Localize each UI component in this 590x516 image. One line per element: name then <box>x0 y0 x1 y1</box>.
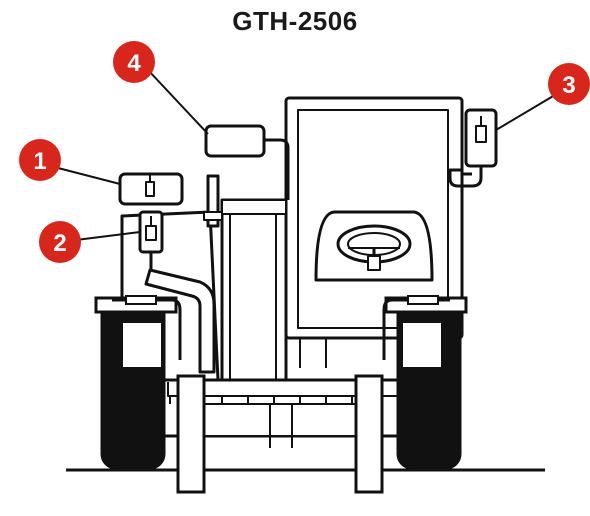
leader-4 <box>148 70 208 134</box>
fork-tine-right <box>356 376 382 492</box>
callout-badge-2: 2 <box>39 221 81 263</box>
svg-text:2: 2 <box>53 230 66 257</box>
callout-badge-1: 1 <box>19 139 61 181</box>
callout-badge-4: 4 <box>113 41 155 83</box>
svg-text:4: 4 <box>127 50 141 77</box>
mirror-4-glass <box>206 126 264 156</box>
leader-1 <box>58 168 120 184</box>
svg-text:3: 3 <box>562 72 575 99</box>
fork-tine-left <box>178 376 204 492</box>
mirror-1 <box>120 174 182 204</box>
leader-3 <box>496 92 560 130</box>
boom <box>222 200 286 390</box>
svg-text:1: 1 <box>33 148 46 175</box>
callout-badge-3: 3 <box>548 63 590 105</box>
